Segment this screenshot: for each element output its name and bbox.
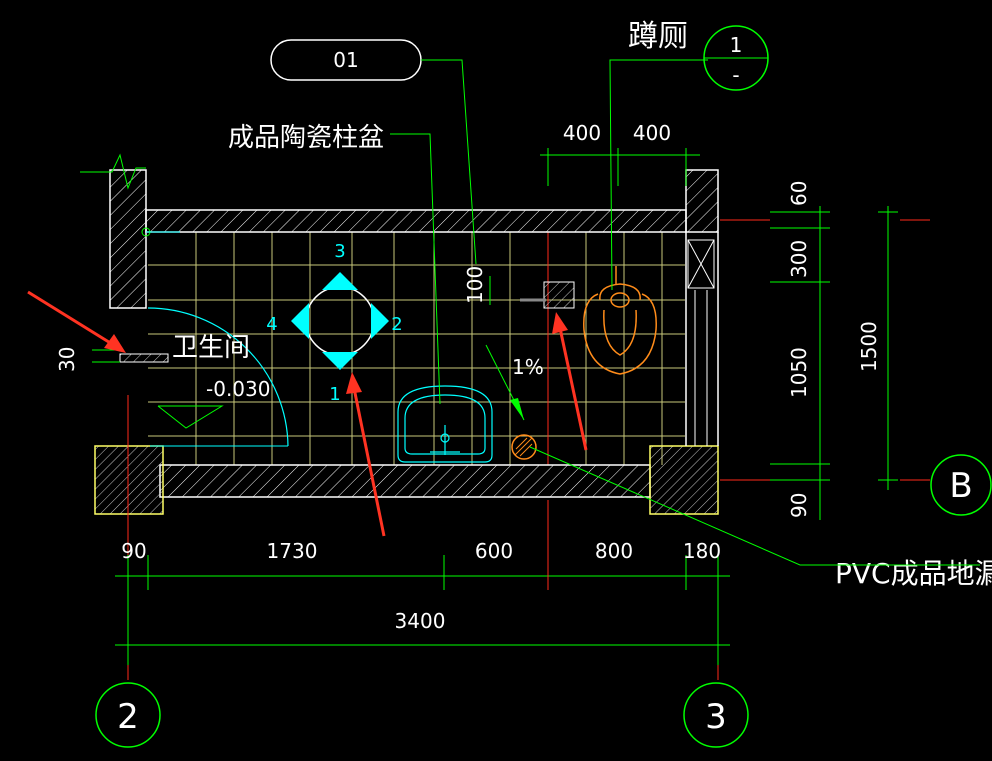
dim-top-1: 400: [563, 121, 601, 145]
floor-drain-icon: [511, 434, 537, 460]
dim-bottom-total: 3400: [395, 609, 446, 633]
view-marker-2: 2: [391, 314, 402, 335]
detail-index-symbol: [703, 25, 769, 91]
view-direction-marker: [291, 272, 389, 370]
right-dimension-lines: [770, 206, 898, 520]
dim-right-total: 1500: [857, 321, 881, 372]
dim-toilet-offset: 100: [463, 266, 487, 304]
slope-label: 1%: [512, 355, 544, 379]
grid-3-label: 3: [705, 697, 727, 737]
grid-bubble-b: [930, 454, 992, 516]
view-marker-3: 3: [334, 241, 345, 262]
toilet-leader: [609, 59, 708, 291]
break-line: [80, 153, 146, 190]
tag-01-leader: [421, 59, 477, 265]
squat-toilet: [583, 266, 657, 375]
floor-drain-label: PVC成品地漏: [835, 557, 992, 590]
bottom-dimension-lines: [115, 555, 730, 665]
dim-step-30: 30: [55, 347, 79, 372]
basin-label: 成品陶瓷柱盆: [228, 123, 384, 153]
wash-basin: [397, 385, 493, 463]
walls: [94, 169, 719, 515]
grid-b-label: B: [949, 466, 972, 506]
floor-tile-grid: [148, 231, 685, 465]
window: [687, 239, 715, 446]
toilet-label: 蹲厕: [628, 19, 688, 54]
dim-right-90: 90: [787, 493, 811, 518]
dim-bottom-800: 800: [595, 539, 633, 563]
room-name-label: 卫生间: [172, 333, 250, 363]
wall-stub: [543, 281, 575, 309]
view-marker-4: 4: [266, 314, 277, 335]
dim-bottom-1730: 1730: [267, 539, 318, 563]
level-symbol: [157, 405, 224, 429]
dim-bottom-90: 90: [121, 539, 146, 563]
top-dimension-lines: [540, 148, 700, 186]
view-marker-1: 1: [329, 384, 340, 405]
dim-right-1050: 1050: [787, 347, 811, 398]
bottom-red-ticks: [127, 395, 719, 680]
dim-bottom-600: 600: [475, 539, 513, 563]
dim-right-300: 300: [787, 240, 811, 278]
dim-right-60: 60: [787, 181, 811, 206]
dim-top-2: 400: [633, 121, 671, 145]
right-red-ticks: [720, 219, 930, 481]
dim-bottom-180: 180: [683, 539, 721, 563]
grid-bubble-3: [683, 682, 749, 748]
slope-arrowhead: [510, 398, 524, 420]
red-annotation-arrows: [27, 290, 588, 537]
detail-index-sheet: -: [732, 63, 739, 87]
grid-bubble-2: [95, 682, 161, 748]
step-detail: [92, 349, 169, 363]
basin-leader: [390, 133, 441, 405]
tag-01-label: 01: [333, 48, 358, 72]
grid-2-label: 2: [117, 697, 139, 737]
door-swing-arc: [147, 307, 289, 447]
detail-index-number: 1: [730, 33, 743, 57]
floor-level-label: -0.030: [206, 377, 270, 401]
floor-drain-leader: [529, 446, 980, 566]
